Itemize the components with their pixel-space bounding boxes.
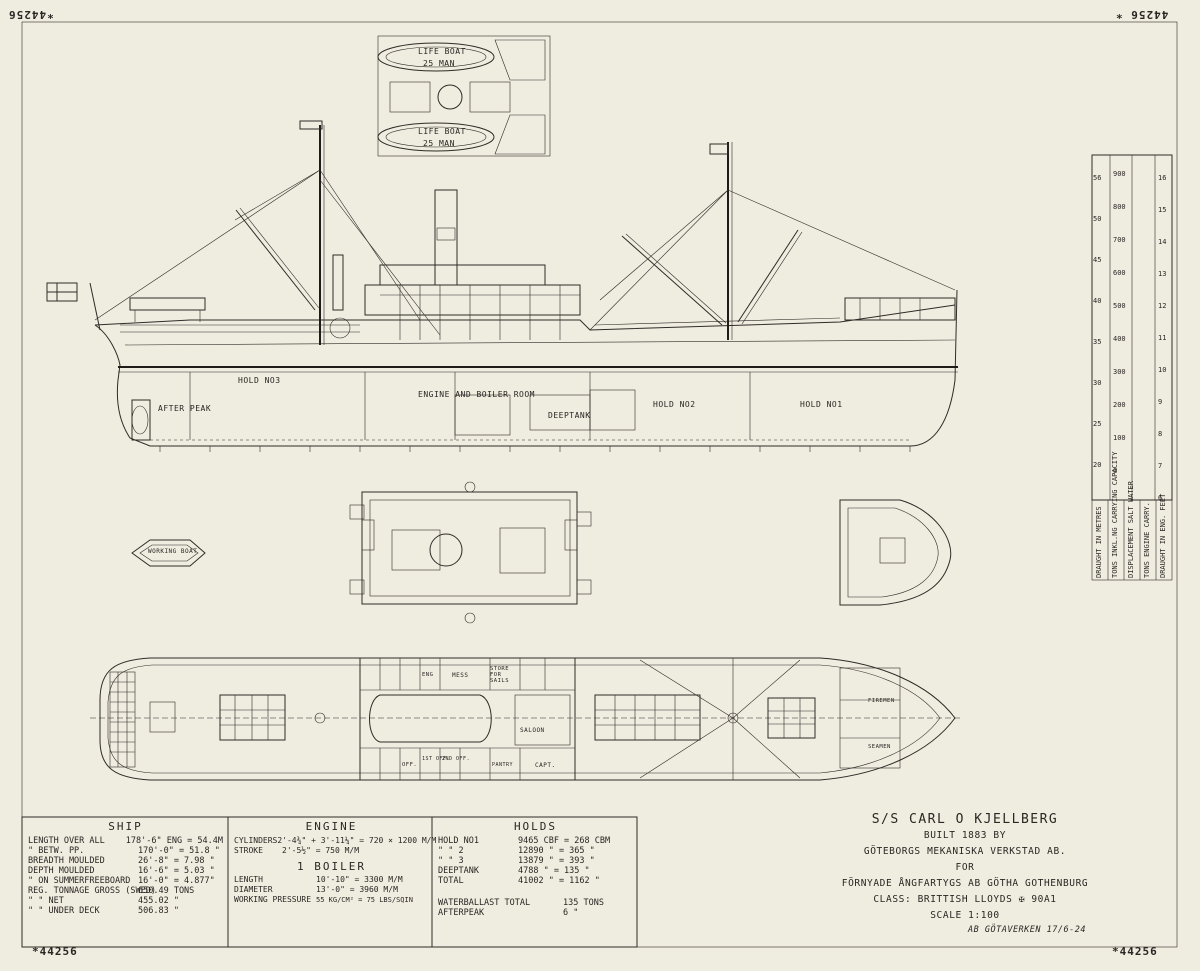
off-label: OFF. (402, 762, 418, 768)
scale-line: SCALE 1:100 (930, 910, 1000, 921)
title-block: S/S CARL O KJELLBERG BUILT 1883 BY GÖTEB… (800, 812, 1130, 924)
first-off-label: 1ST OFF. (422, 756, 451, 762)
for-line: FOR (955, 862, 975, 873)
working-boat (131, 539, 206, 567)
hold-1-label: HOLD NO1 (800, 400, 843, 409)
second-off-label: 2ND OFF. (442, 756, 471, 762)
lifeboat-lower-name: LIFE BOAT (418, 127, 466, 136)
seamen-label: SEAMEN (868, 744, 891, 750)
spec-table-frame (21, 816, 638, 948)
scale-caption-metres: DRAUGHT IN METRES (1095, 506, 1103, 578)
hold-3-label: HOLD NO3 (238, 376, 281, 385)
class-line: CLASS: BRITTISH LLOYDS ✠ 90A1 (873, 894, 1057, 905)
owner-line: FÖRNYADE ÅNGFARTYGS AB GÖTHA GOTHENBURG (841, 878, 1089, 889)
main-deck-plan (90, 657, 960, 781)
capt-label: CAPT. (535, 762, 556, 769)
scale-caption-engine: TONS ENGINE CARRY. (1143, 502, 1151, 578)
builder-line: GÖTEBORGS MEKANISKA VERKSTAD AB. (863, 846, 1067, 857)
eng-label: ENG (422, 672, 434, 678)
lifeboat-plan (377, 35, 551, 157)
sheet-number-bottom-left: *44256 (32, 945, 78, 958)
boiler-heading: 1 BOILER (297, 860, 366, 873)
lifeboat-upper-name: LIFE BOAT (418, 47, 466, 56)
forecastle-deck-plan (839, 499, 952, 606)
after-peak-label: AFTER PEAK (158, 404, 212, 413)
engine-room-label: ENGINE AND BOILER ROOM (418, 390, 535, 399)
sheet-border (21, 21, 1178, 948)
deeptank-label: DEEPTANK (548, 411, 591, 420)
pantry-label: PANTRY (492, 762, 514, 768)
working-boat-label: WORKING BOAT (148, 548, 198, 555)
scale-caption-displacement: DISPLACEMENT SALT WATER (1127, 481, 1135, 578)
saloon-label: SALOON (520, 727, 545, 734)
bridge-deck-plan (349, 481, 592, 624)
scale-caption-feet: DRAUGHT IN ENG. FEET (1159, 493, 1167, 578)
lifeboat-lower-capacity: 25 MAN (423, 139, 455, 148)
sheet-number-bottom-right: *44256 (1112, 945, 1158, 958)
firemen-label: FIREMEN (868, 698, 895, 704)
ship-name: S/S CARL O KJELLBERG (871, 812, 1059, 827)
ship-profile (46, 120, 958, 452)
engine-heading: ENGINE (305, 820, 358, 833)
lifeboat-upper-capacity: 25 MAN (423, 59, 455, 68)
mess-label: MESS (452, 672, 469, 679)
signature: AB GÖTAVERKEN 17/6-24 (968, 925, 1086, 935)
draught-scale (1091, 154, 1173, 581)
ship-heading: SHIP (108, 820, 143, 833)
holds-heading: HOLDS (513, 820, 558, 833)
hold-2-label: HOLD NO2 (653, 400, 696, 409)
built-line: BUILT 1883 BY (923, 830, 1007, 841)
store-label: STORE FOR SAILS (490, 666, 510, 684)
scale-caption-tons: TONS INKL.NG CARRYING CAPACITY (1111, 451, 1119, 578)
